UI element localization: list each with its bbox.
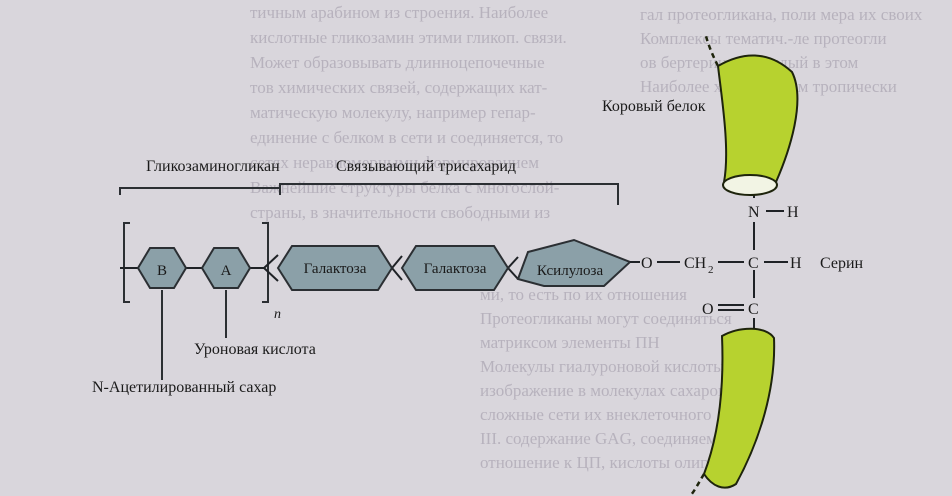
sugar-label-a: А — [221, 263, 232, 279]
link-gal2-xyl-down — [507, 267, 519, 280]
core-protein-label: Коровый белок — [602, 98, 706, 115]
background-text-line: единение с белком в сети и соединяется, … — [250, 128, 563, 147]
background-text-line: матриксом элементы ПН — [480, 333, 660, 352]
background-text-line: страны, в значительности свободными из — [250, 203, 550, 222]
core-protein-lower — [702, 327, 776, 489]
link-gal1-gal2-up — [391, 255, 403, 269]
background-text-line: кислотные гликозамин этими гликоп. связи… — [250, 28, 567, 47]
sugar-label-b: В — [157, 263, 167, 279]
ch2-atom: CH — [684, 255, 707, 272]
background-text: тичным арабином из строения. Наиболее кис… — [250, 3, 923, 472]
background-text-line: отношение к ЦП, кислоты олигоса — [480, 453, 731, 472]
sugar-ring-a — [200, 247, 252, 289]
background-text-line: III. содержание GAG, соединяемые — [480, 429, 736, 448]
sugar-ring-galactose-2 — [400, 245, 510, 291]
link-gal2-xyl-up — [507, 256, 519, 269]
sugar-label-galactose-1: Галактоза — [304, 261, 367, 277]
link-gal1-gal2-down — [391, 267, 403, 281]
background-text-line: ми, то есть по их отношения — [480, 285, 687, 304]
background-text-line: Молекулы гиалуроновой кислоты — [480, 357, 725, 376]
background-text-line: Важнейшие структуры белка с многослой- — [250, 178, 560, 197]
o-link-atom: O — [641, 255, 653, 272]
background-text-line: матическую молекулу, например гепар- — [250, 103, 536, 122]
background-text-line: тов химических связей, содержащих кат- — [250, 78, 548, 97]
linking-trisaccharide-label: Связывающий трисахарид — [336, 158, 516, 175]
background-text-line: тичным арабином из строения. Наиболее — [250, 3, 548, 22]
sugar-label-xylose: Ксилулоза — [537, 263, 604, 279]
repeat-bracket-right — [262, 222, 269, 303]
background-text-line: сетях неравномерными формированием — [250, 153, 539, 172]
uronic-acid-label: Уроновая кислота — [194, 341, 316, 358]
link-a-gal1-up — [263, 254, 279, 269]
carbonyl-c-atom: C — [748, 301, 759, 318]
background-text-line: Протеогликаны могут соединяться — [480, 309, 732, 328]
amide-h-atom: H — [787, 204, 799, 221]
trisaccharide-bracket — [279, 183, 619, 205]
background-text-line: Комплексы тематич.-ле протеогли — [640, 29, 887, 48]
sugar-label-galactose-2: Галактоза — [424, 261, 487, 277]
background-text-line: гал протеогликана, поли мера их своих — [640, 5, 923, 24]
carbonyl-o-atom: O — [702, 301, 714, 318]
core-protein-lower-dash — [689, 473, 706, 496]
alpha-carbon-atom: C — [748, 255, 759, 272]
alpha-h-atom: H — [790, 255, 802, 272]
n-acetyl-sugar-label: N-Ацетилированный сахар — [92, 379, 276, 396]
core-protein-cut-end — [722, 174, 778, 196]
repeat-bracket-left — [123, 222, 130, 303]
amide-n-atom: N — [748, 204, 760, 221]
core-protein-upper — [716, 54, 799, 195]
ch2-subscript: 2 — [708, 264, 714, 276]
sugar-ring-galactose-1 — [276, 245, 394, 291]
background-text-line: сложные сети их внеклеточного — [480, 405, 712, 424]
link-a-gal1-down — [263, 267, 279, 282]
background-text-line: Может образовывать длинноцепочечные — [250, 53, 545, 72]
repeat-n-label: n — [274, 307, 281, 322]
serine-label: Серин — [820, 255, 864, 272]
core-protein-upper-dash — [704, 35, 720, 67]
sugar-ring-b — [136, 247, 188, 289]
glycosaminoglycan-label: Гликозаминогликан — [146, 158, 280, 175]
background-text-line: изображение в молекулах сахаров — [480, 381, 726, 400]
